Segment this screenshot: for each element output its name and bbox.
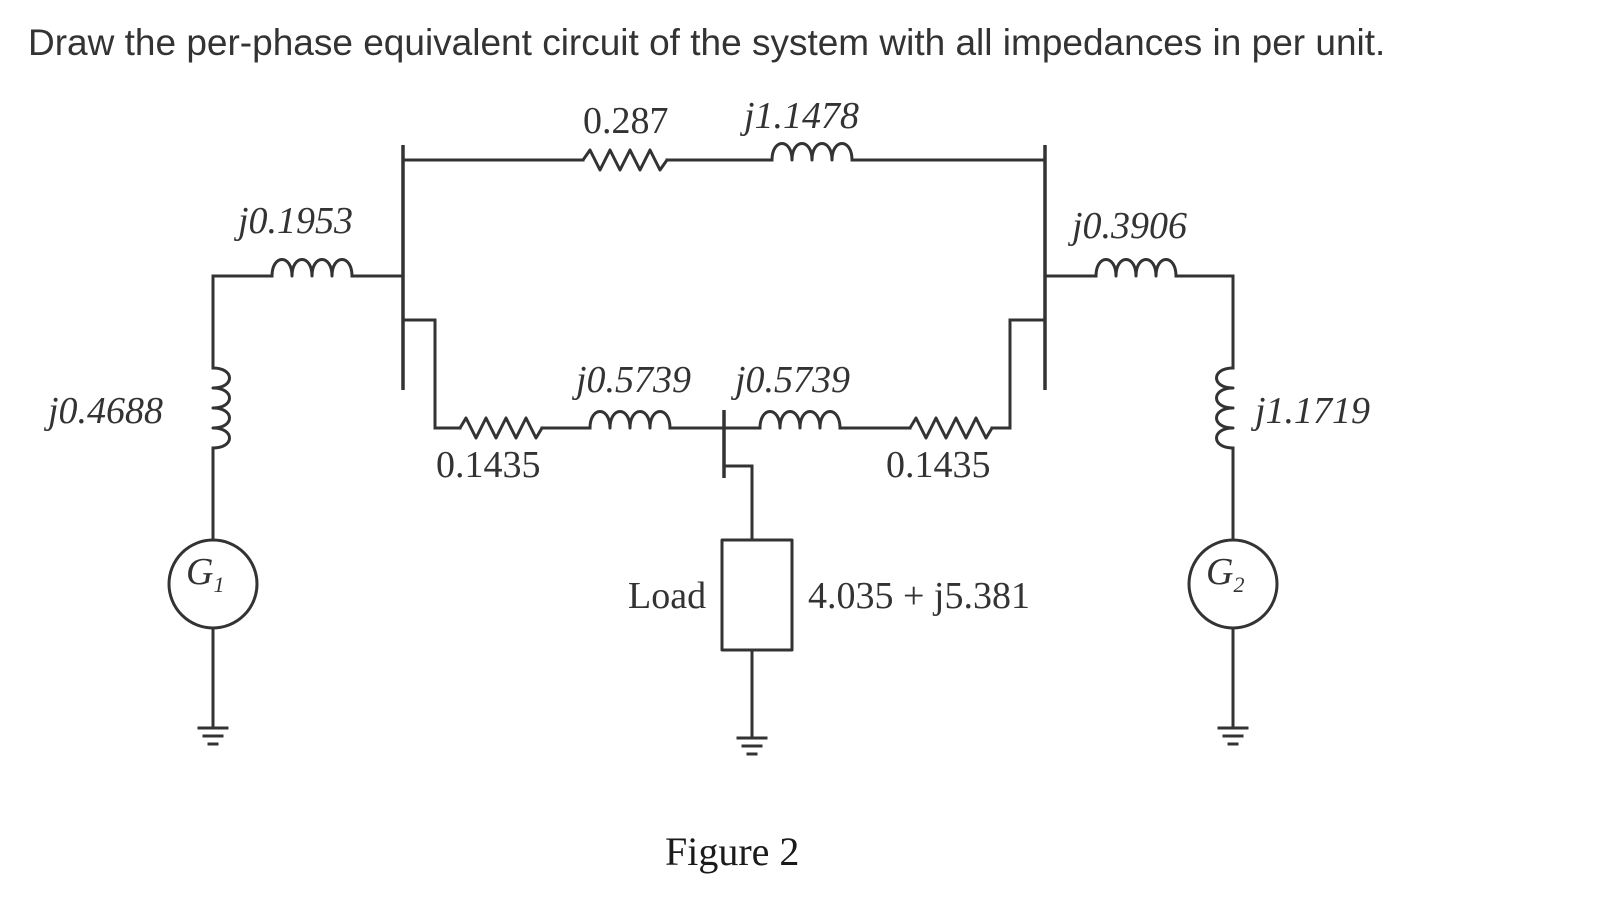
top-line-resistance-label: 0.287 bbox=[583, 100, 669, 142]
top-line-reactance-label: j1.1478 bbox=[739, 95, 859, 137]
left-line-resistor bbox=[458, 416, 544, 440]
load-impedance-label: 4.035 + j5.381 bbox=[808, 575, 1030, 617]
left-line-resistance-label: 0.1435 bbox=[436, 444, 541, 486]
lower-lines bbox=[401, 318, 1047, 440]
ground-1-icon bbox=[197, 726, 229, 746]
generator-1-label: G1 bbox=[186, 551, 224, 597]
generator-1-inductor bbox=[211, 366, 231, 450]
question-text: Draw the per-phase equivalent circuit of… bbox=[28, 22, 1386, 63]
transformer-1-inductor bbox=[270, 258, 354, 278]
generator-1-branch bbox=[167, 258, 405, 746]
load-box bbox=[720, 538, 794, 652]
generator-2-label: G2 bbox=[1206, 551, 1244, 597]
right-line-reactance-label: j0.5739 bbox=[730, 359, 850, 401]
load-branch bbox=[720, 464, 794, 756]
right-line-resistor bbox=[908, 416, 994, 440]
generator-2-reactance-label: j1.1719 bbox=[1250, 390, 1370, 432]
transformer-2-reactance-label: j0.3906 bbox=[1067, 205, 1187, 247]
generator-2-branch bbox=[1043, 258, 1279, 746]
ground-load-icon bbox=[736, 736, 768, 756]
generator-2-inductor bbox=[1215, 366, 1235, 450]
left-line-inductor bbox=[588, 410, 672, 430]
left-line-reactance-label: j0.5739 bbox=[571, 359, 691, 401]
figure-caption: Figure 2 bbox=[665, 829, 799, 874]
top-line bbox=[401, 142, 1047, 172]
top-line-resistor bbox=[581, 148, 669, 172]
transformer-2-inductor bbox=[1094, 258, 1178, 278]
ground-2-icon bbox=[1217, 726, 1249, 746]
load-label: Load bbox=[628, 575, 706, 617]
transformer-1-reactance-label: j0.1953 bbox=[233, 200, 353, 242]
right-line-inductor bbox=[758, 410, 842, 430]
generator-1-reactance-label: j0.4688 bbox=[43, 390, 163, 432]
right-line-resistance-label: 0.1435 bbox=[886, 444, 991, 486]
top-line-inductor bbox=[770, 142, 854, 162]
